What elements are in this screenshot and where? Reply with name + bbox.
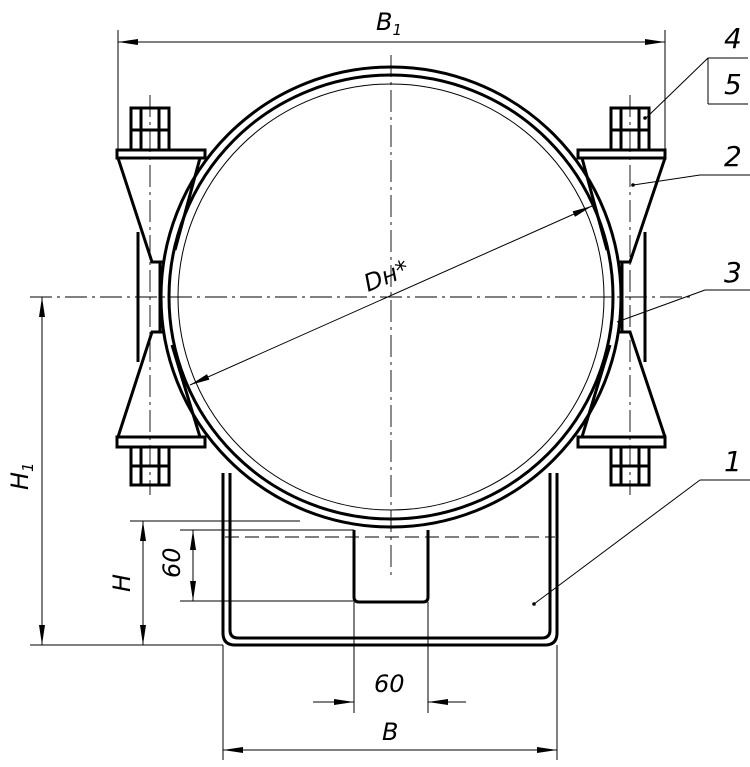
right-flange — [576, 148, 667, 449]
right-bolt — [609, 106, 651, 487]
dim-label-diameter: Dн* — [360, 254, 413, 297]
callout-2: 2 — [724, 140, 742, 173]
callout-4: 4 — [724, 22, 742, 55]
dim-label-block-width: 60 — [374, 670, 405, 698]
cradle-part-1 — [221, 473, 559, 647]
dim-label-block-height: 60 — [158, 547, 186, 578]
center-lines — [30, 55, 690, 580]
dim-label-h: H — [108, 574, 136, 592]
leader-lines — [533, 57, 750, 605]
dimension-lines — [30, 30, 666, 760]
callout-5: 5 — [724, 68, 742, 101]
callout-3: 3 — [724, 256, 742, 289]
left-flange — [115, 148, 207, 449]
callout-1: 1 — [724, 445, 742, 478]
dim-label-h1: H1 — [6, 462, 37, 490]
left-bolt — [129, 106, 171, 487]
dim-label-b: B — [382, 718, 398, 746]
dim-label-b1: B1 — [376, 8, 402, 39]
